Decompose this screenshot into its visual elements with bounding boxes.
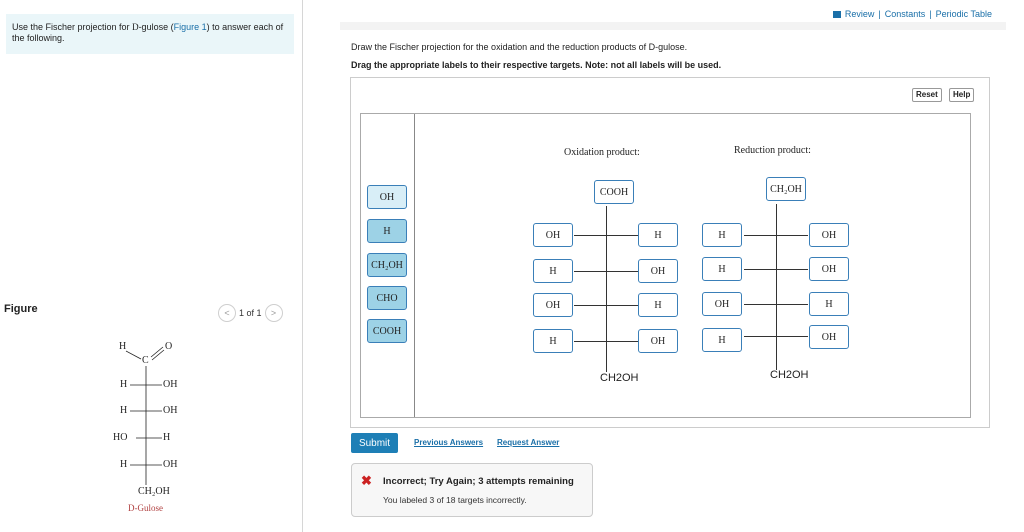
figure-heading: Figure [4,303,38,315]
reduction-row2-left-target[interactable]: H [702,257,742,281]
top-links-separator: | [878,9,881,19]
oxidation-bond-2 [574,271,638,272]
help-button[interactable]: Help [949,88,975,102]
top-divider [340,22,1006,30]
reduction-row1-left-target[interactable]: H [702,223,742,247]
oxidation-row1-left-target[interactable]: OH [533,223,573,247]
palette-label-ch2oh[interactable]: CH₂OH [367,253,407,277]
fischer-row2-right: OH [163,405,178,416]
reduction-title: Reduction product: [734,145,811,156]
feedback-message: Incorrect; Try Again; 3 attempts remaini… [383,476,574,487]
left-panel: Use the Fischer projection for D-gulose … [0,0,303,532]
fischer-row1-left: H [120,379,128,390]
constants-link[interactable]: Constants [884,9,926,19]
drag-drop-canvas: OH H CH₂OH CHO COOH Oxidation product: C… [360,113,971,418]
reduction-top-target[interactable]: CH₂OH [766,177,806,201]
oxidation-title: Oxidation product: [564,147,640,158]
error-icon: ✖ [361,473,372,488]
request-answer-link[interactable]: Request Answer [497,438,560,447]
fischer-row3-left: HO [113,432,128,443]
reduction-bond-4 [744,336,808,337]
figure-pager: < 1 of 1 > [218,304,283,322]
reduction-backbone [776,204,777,370]
oxidation-row3-left-target[interactable]: OH [533,293,573,317]
review-icon [832,10,841,18]
reset-button[interactable]: Reset [912,88,942,102]
reduction-row3-left-target[interactable]: OH [702,292,742,316]
oxidation-row2-right-target[interactable]: OH [638,259,678,283]
oxidation-bond-3 [574,305,638,306]
fischer-row2-left: H [120,405,128,416]
oxidation-row4-left-target[interactable]: H [533,329,573,353]
prev-figure-button[interactable]: < [218,304,236,322]
fischer-bottom-group: CH₂OH [138,486,170,497]
fischer-aldehyde-h: H [119,341,127,352]
fischer-bonds [125,346,165,485]
palette-label-oh[interactable]: OH [367,185,407,209]
palette-divider [414,114,415,417]
figure-caption: D-Gulose [128,503,163,513]
gulose-fischer-projection: H C O H OH H OH HO H H OH CH₂OH D-Gulose [108,337,218,517]
reduction-row4-right-target[interactable]: OH [809,325,849,349]
question-text-mid: -gulose ( [138,22,174,32]
fischer-row4-left: H [120,459,128,470]
fischer-aldehyde-o: O [165,341,173,352]
reduction-row2-right-target[interactable]: OH [809,257,849,281]
instruction-text: Draw the Fischer projection for the oxid… [351,42,688,52]
palette-label-cho[interactable]: CHO [367,286,407,310]
reduction-bottom-group: CH2OH [770,369,809,381]
fischer-row1-right: OH [163,379,178,390]
fischer-row4-right: OH [163,459,178,470]
oxidation-row3-right-target[interactable]: H [638,293,678,317]
reduction-bond-2 [744,269,808,270]
oxidation-row2-left-target[interactable]: H [533,259,573,283]
fischer-row3-right: H [163,432,171,443]
oxidation-bottom-group: CH2OH [600,372,639,384]
figure-page-indicator: 1 of 1 [239,308,262,318]
reduction-row1-right-target[interactable]: OH [809,223,849,247]
oxidation-row1-right-target[interactable]: H [638,223,678,247]
reduction-bond-3 [744,304,808,305]
oxidation-bond-4 [574,341,638,342]
top-links: Review | Constants | Periodic Table [832,9,992,19]
palette-label-cooh[interactable]: COOH [367,319,407,343]
oxidation-backbone [606,206,607,372]
palette-label-h[interactable]: H [367,219,407,243]
fischer-aldehyde-c: C [142,355,149,366]
feedback-detail: You labeled 3 of 18 targets incorrectly. [383,495,527,505]
figure-link[interactable]: Figure 1 [173,22,207,32]
question-prompt: Use the Fischer projection for D-gulose … [6,14,294,54]
previous-answers-link[interactable]: Previous Answers [414,438,484,447]
oxidation-top-target[interactable]: COOH [594,180,634,204]
reduction-bond-1 [744,235,808,236]
drag-drop-work-area: Reset Help OH H CH₂OH CHO COOH Oxidation… [350,77,990,428]
submit-button[interactable]: Submit [351,433,398,453]
next-figure-button[interactable]: > [264,304,283,322]
question-sugar-letter: D [132,22,139,32]
top-links-separator: | [929,9,932,19]
instruction-note: Drag the appropriate labels to their res… [351,60,722,70]
periodic-table-link[interactable]: Periodic Table [935,9,992,19]
reduction-row3-right-target[interactable]: H [809,292,849,316]
question-text-end: ) to answer each of the following. [12,22,284,43]
question-text: Use the Fischer projection for [12,22,133,32]
reduction-row4-left-target[interactable]: H [702,328,742,352]
oxidation-bond-1 [574,235,638,236]
feedback-box: ✖ Incorrect; Try Again; 3 attempts remai… [351,463,593,517]
review-link[interactable]: Review [844,9,875,19]
oxidation-row4-right-target[interactable]: OH [638,329,678,353]
